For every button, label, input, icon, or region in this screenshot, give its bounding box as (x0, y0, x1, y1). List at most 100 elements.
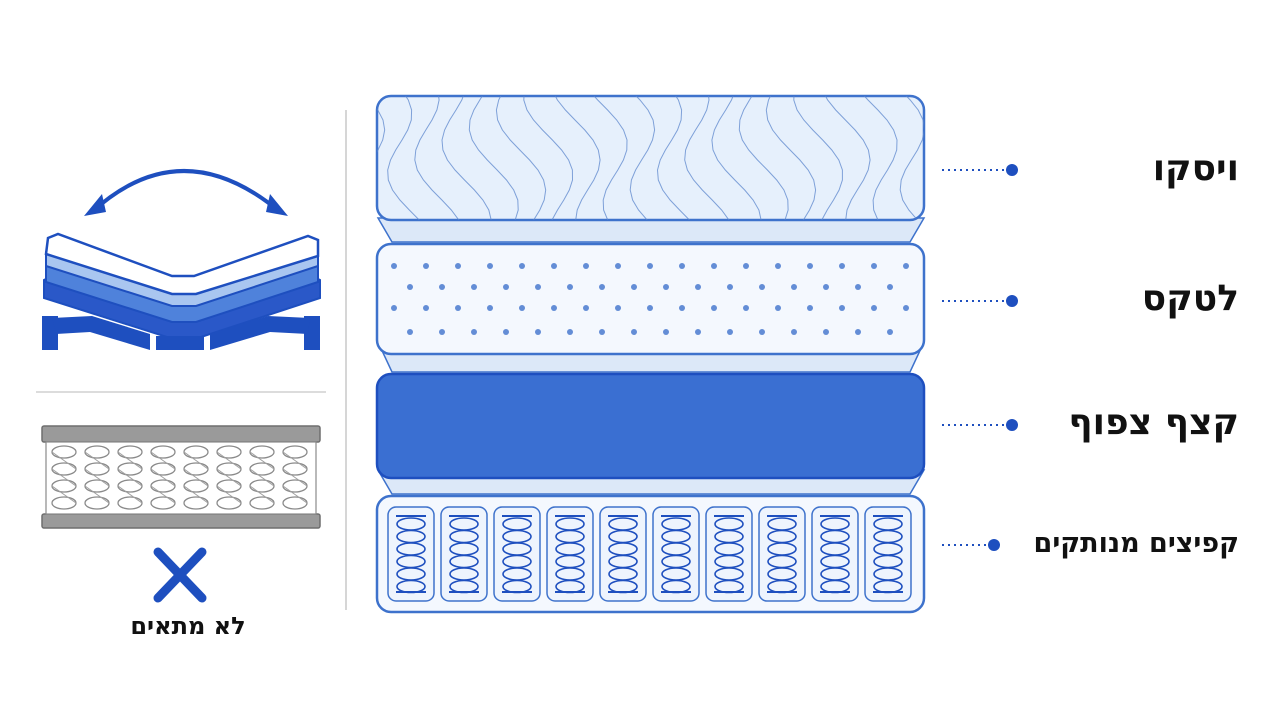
latex-dot (759, 329, 765, 335)
latex-dot (487, 263, 493, 269)
latex-dot (599, 284, 605, 290)
latex-dot (871, 305, 877, 311)
latex-dot (823, 329, 829, 335)
latex-dot (407, 329, 413, 335)
bonnell-wire (282, 451, 308, 504)
pocket-spring-cell (440, 506, 488, 602)
latex-dot (519, 305, 525, 311)
latex-dot (807, 263, 813, 269)
visco-block (375, 94, 926, 222)
leader-latex (942, 295, 1018, 307)
layer-latex (375, 242, 926, 373)
latex-dot (391, 263, 397, 269)
bed-frame-right (210, 316, 310, 350)
latex-dot (839, 305, 845, 311)
pocket-spring-cell (652, 506, 700, 602)
bonnell-wire (84, 451, 110, 504)
spring-mattress-top-board (41, 425, 321, 443)
visco-wave-line (738, 96, 789, 220)
latex-dot (711, 263, 717, 269)
latex-dot (855, 329, 861, 335)
layer-pocket-springs (375, 494, 926, 614)
bonnell-wire (183, 451, 209, 504)
bonnell-springs (51, 445, 308, 510)
visco-wave-line (387, 96, 429, 220)
bed-frame-center (156, 336, 204, 350)
visco-wave-line (172, 90, 221, 230)
latex-dot (903, 263, 909, 269)
layer-visco (172, 90, 1113, 243)
visco-wave-line (523, 96, 574, 220)
label-visco: ויסקו (1152, 148, 1239, 189)
latex-dot (775, 263, 781, 269)
visco-wave-line (1009, 90, 1058, 230)
bonnell-wire (117, 451, 143, 504)
latex-dot (647, 263, 653, 269)
latex-dot (775, 305, 781, 311)
latex-dot (695, 329, 701, 335)
latex-dot (439, 329, 445, 335)
leader-visco (942, 164, 1018, 176)
pocket-spring-cell (758, 506, 806, 602)
latex-dot (519, 263, 525, 269)
spring-coil (820, 579, 850, 594)
pocket-spring-cell (864, 506, 912, 602)
latex-dot (583, 305, 589, 311)
bonnell-wire (51, 451, 77, 504)
spring-coil (608, 579, 638, 594)
visco-wave-line (765, 96, 817, 220)
visco-wave-line (927, 90, 968, 230)
latex-dot (503, 284, 509, 290)
latex-dot (663, 329, 669, 335)
latex-dot (423, 263, 429, 269)
latex-dot (727, 284, 733, 290)
latex-dot (407, 284, 413, 290)
visco-wave-line (199, 90, 248, 230)
visco-wave-line (955, 90, 1004, 230)
latex-dot (471, 329, 477, 335)
latex-dot (695, 284, 701, 290)
visco-wave-line (587, 96, 628, 220)
visco-wave-line (551, 96, 601, 220)
latex-dot (887, 329, 893, 335)
bed-layer-top (44, 232, 320, 296)
double-arrow-icon (90, 169, 282, 214)
visco-wave-line (656, 96, 699, 220)
pocket-spring-cell (493, 506, 541, 602)
visco-wave-line (982, 90, 1031, 230)
latex-dot (567, 329, 573, 335)
spring-coil (502, 579, 532, 594)
latex-dot (471, 284, 477, 290)
visco-wave-line (821, 96, 871, 220)
x-mark-icon (153, 547, 207, 603)
adjustable-bed-icon (42, 169, 321, 350)
spring-coil (661, 579, 691, 594)
visco-side (376, 217, 926, 243)
latex-dot (823, 284, 829, 290)
latex-dot (599, 329, 605, 335)
latex-dot (631, 284, 637, 290)
latex-dot (503, 329, 509, 335)
latex-dot (903, 305, 909, 311)
bonnell-wire (216, 451, 242, 504)
visco-wave-line (857, 96, 898, 220)
latex-dot (743, 263, 749, 269)
latex-dot (887, 284, 893, 290)
latex-block (375, 242, 926, 356)
dense-foam-block (375, 372, 926, 480)
latex-dot (727, 329, 733, 335)
bonnell-wire (249, 451, 275, 504)
visco-wave-line (468, 96, 519, 220)
label-latex: לטקס (1141, 278, 1239, 319)
latex-dot (535, 284, 541, 290)
spring-mattress-icon (41, 425, 321, 529)
latex-dot (551, 263, 557, 269)
latex-dot (807, 305, 813, 311)
latex-dot (679, 263, 685, 269)
visco-wave-line (1064, 90, 1113, 230)
visco-wave-line (282, 90, 330, 230)
latex-dot (391, 305, 397, 311)
latex-dot-pattern (391, 263, 909, 335)
latex-dot (679, 305, 685, 311)
